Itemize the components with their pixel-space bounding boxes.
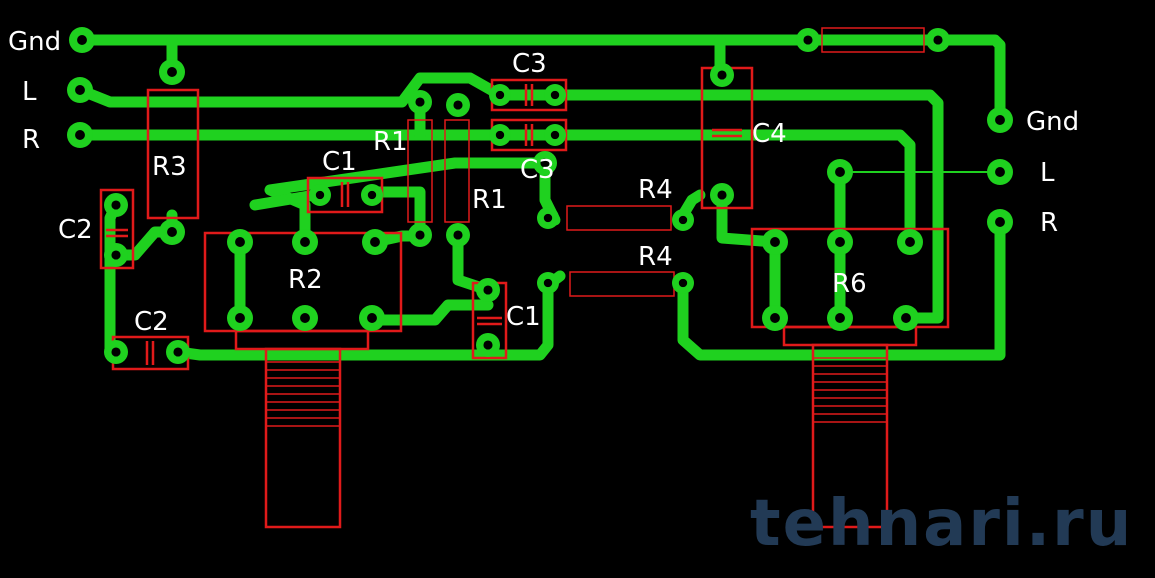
label-r4-bottom: R4	[638, 242, 673, 272]
pad-drill-hole	[77, 35, 87, 45]
connector-label-r-right: R	[1040, 208, 1058, 238]
pad-drill-hole	[300, 237, 310, 247]
pad-drill-hole	[453, 100, 463, 110]
connector-label-l-left: L	[22, 77, 37, 107]
pad-drill-hole	[415, 230, 425, 240]
pad-drill-hole	[905, 237, 915, 247]
pad-drill-hole	[995, 217, 1005, 227]
pad-drill-hole	[453, 230, 463, 240]
pads	[67, 27, 1013, 364]
pad-drill-hole	[415, 97, 425, 107]
pad-drill-hole	[835, 237, 845, 247]
connector-label-gnd-right: Gnd	[1026, 107, 1079, 137]
pad-drill-hole	[678, 215, 688, 225]
label-r2: R2	[288, 265, 323, 295]
pad-drill-hole	[835, 313, 845, 323]
label-c3-bottom: C3	[520, 155, 555, 185]
pad-drill-hole	[300, 313, 310, 323]
pad-drill-hole	[995, 115, 1005, 125]
label-c2-bottom: C2	[134, 307, 169, 337]
pad-drill-hole	[167, 227, 177, 237]
pad-drill-hole	[717, 70, 727, 80]
pad-drill-hole	[111, 200, 121, 210]
pad-drill-hole	[315, 190, 325, 200]
label-r1-bottom: R1	[472, 185, 507, 215]
pad-drill-hole	[770, 237, 780, 247]
label-r4-top: R4	[638, 175, 673, 205]
pad-drill-hole	[495, 90, 505, 100]
pad-drill-hole	[678, 278, 688, 288]
pad-drill-hole	[483, 285, 493, 295]
pad-drill-hole	[173, 347, 183, 357]
pad-drill-hole	[483, 340, 493, 350]
pad-drill-hole	[495, 130, 505, 140]
connector-label-r-left: R	[22, 125, 40, 155]
pad-drill-hole	[111, 250, 121, 260]
pad-drill-hole	[803, 35, 813, 45]
label-c2-left: C2	[58, 215, 93, 245]
pad-drill-hole	[75, 130, 85, 140]
watermark: tehnari.ru	[750, 487, 1133, 561]
pad-drill-hole	[933, 35, 943, 45]
labels: Gnd L R Gnd L R R3 C2 C2 C1 R2 R1 R1 C3 …	[8, 27, 1079, 337]
pad-drill-hole	[550, 90, 560, 100]
pad-drill-hole	[995, 167, 1005, 177]
pad-drill-hole	[111, 347, 121, 357]
pad-drill-hole	[543, 213, 553, 223]
connector-label-l-right: L	[1040, 158, 1055, 188]
label-c4: C4	[752, 119, 787, 149]
pad-drill-hole	[367, 190, 377, 200]
pad-drill-hole	[540, 158, 550, 168]
label-r6: R6	[832, 269, 867, 299]
label-c3-top: C3	[512, 49, 547, 79]
pad-drill-hole	[367, 313, 377, 323]
pad-drill-hole	[717, 190, 727, 200]
pad-drill-hole	[543, 278, 553, 288]
pad-drill-hole	[75, 85, 85, 95]
pad-drill-hole	[167, 67, 177, 77]
pad-drill-hole	[370, 237, 380, 247]
pad-drill-hole	[235, 313, 245, 323]
connector-label-gnd-left: Gnd	[8, 27, 61, 57]
label-c1-bottom: C1	[506, 302, 541, 332]
label-r3: R3	[152, 152, 187, 182]
label-c1-top: C1	[322, 147, 357, 177]
pad-drill-hole	[235, 237, 245, 247]
label-r1-top: R1	[373, 127, 408, 157]
pad-drill-hole	[835, 167, 845, 177]
pad-drill-hole	[550, 130, 560, 140]
pad-drill-hole	[901, 313, 911, 323]
pad-drill-hole	[770, 313, 780, 323]
